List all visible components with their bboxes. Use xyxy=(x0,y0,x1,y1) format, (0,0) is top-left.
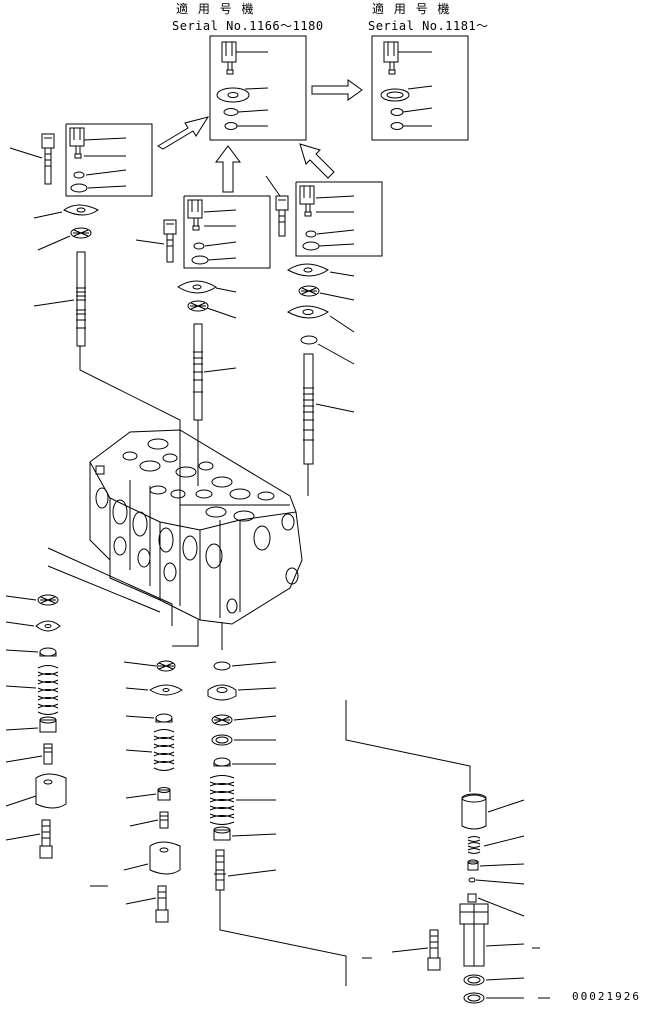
upward-arrow-icon xyxy=(300,144,334,178)
variant-box-left xyxy=(66,124,152,196)
lower-assembly-middle xyxy=(90,661,182,922)
spool-assembly-middle xyxy=(178,281,236,486)
lower-assembly-left xyxy=(6,595,66,858)
spool-assembly-left xyxy=(34,205,290,505)
control-valve-block xyxy=(90,430,302,624)
serial-range-1: Serial No.1166～1180 xyxy=(172,19,324,33)
variant-box-middle xyxy=(184,196,270,268)
serial-range-2: Serial No.1181～ xyxy=(368,19,489,33)
bolt-left xyxy=(10,134,54,184)
variant-box-1181 xyxy=(372,36,468,140)
applicable-label-2: 適 用 号 機 xyxy=(372,2,453,16)
upward-arrow-icon xyxy=(216,146,240,192)
drawing-number: 00021926 xyxy=(572,990,641,1003)
right-arrow-icon xyxy=(312,80,362,100)
variant-box-1166-1180 xyxy=(210,36,306,140)
variant-box-right xyxy=(296,182,382,256)
upward-arrow-icon xyxy=(158,117,208,149)
bolt-right xyxy=(266,176,288,236)
bolt-middle xyxy=(136,220,176,262)
lower-assembly-right xyxy=(208,662,470,986)
spool-assembly-right xyxy=(288,264,354,496)
applicable-label-1: 適 用 号 機 xyxy=(176,2,257,16)
relief-valve-assembly xyxy=(362,794,550,1003)
